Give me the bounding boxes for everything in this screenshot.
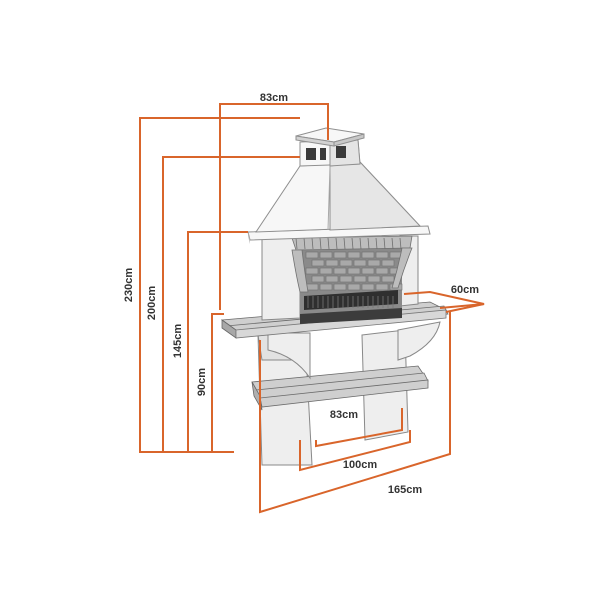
dim-depth-line (403, 290, 485, 313)
label-base-width: 100cm (343, 459, 377, 471)
chimney (295, 127, 365, 167)
hood (255, 161, 422, 233)
firebox (300, 246, 403, 324)
barbecue-illustration (220, 127, 449, 466)
dimension-lines (139, 103, 485, 514)
label-height-total: 230cm (123, 268, 135, 302)
dim-height-total-line (139, 117, 300, 453)
label-height-firebox: 145cm (172, 324, 184, 358)
dim-height-firebox-line (187, 231, 248, 452)
label-overall-width: 165cm (388, 484, 422, 496)
dim-height-counter-line (211, 313, 234, 453)
label-depth: 60cm (451, 284, 479, 296)
brick-arch (291, 235, 413, 293)
dim-base-width-line (299, 430, 411, 472)
lower-shelf (251, 365, 429, 411)
left-bracket (267, 332, 311, 380)
dim-inner-width-line (315, 408, 403, 448)
dim-height-hood-line (162, 156, 300, 452)
label-top-width: 83cm (260, 92, 288, 104)
label-height-hood: 200cm (146, 286, 158, 320)
dim-overall-width-line (259, 312, 451, 514)
right-bracket (397, 321, 441, 361)
label-inner-width: 83cm (330, 409, 358, 421)
label-height-counter: 90cm (196, 368, 208, 396)
dim-top-width-line (219, 103, 329, 310)
dimension-labels: 83cm 60cm 230cm 200cm 145cm 90cm 83cm 10… (123, 92, 479, 496)
